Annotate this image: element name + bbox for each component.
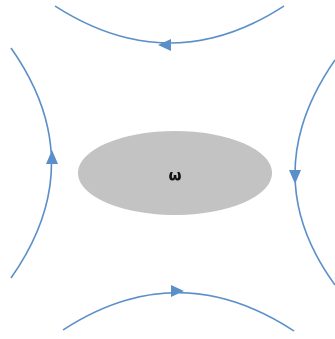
top-flow-line (54, 5, 285, 44)
center-ellipse (78, 131, 272, 215)
right-flow-line (294, 59, 335, 286)
omega-label: ω (168, 167, 181, 185)
bottom-flow-line (62, 292, 295, 332)
top-arrow-head (158, 39, 171, 51)
left-arrow-head (46, 150, 58, 164)
left-flow-line (10, 47, 53, 279)
right-arrow-head (289, 170, 301, 184)
bottom-arrow-head (171, 285, 184, 297)
